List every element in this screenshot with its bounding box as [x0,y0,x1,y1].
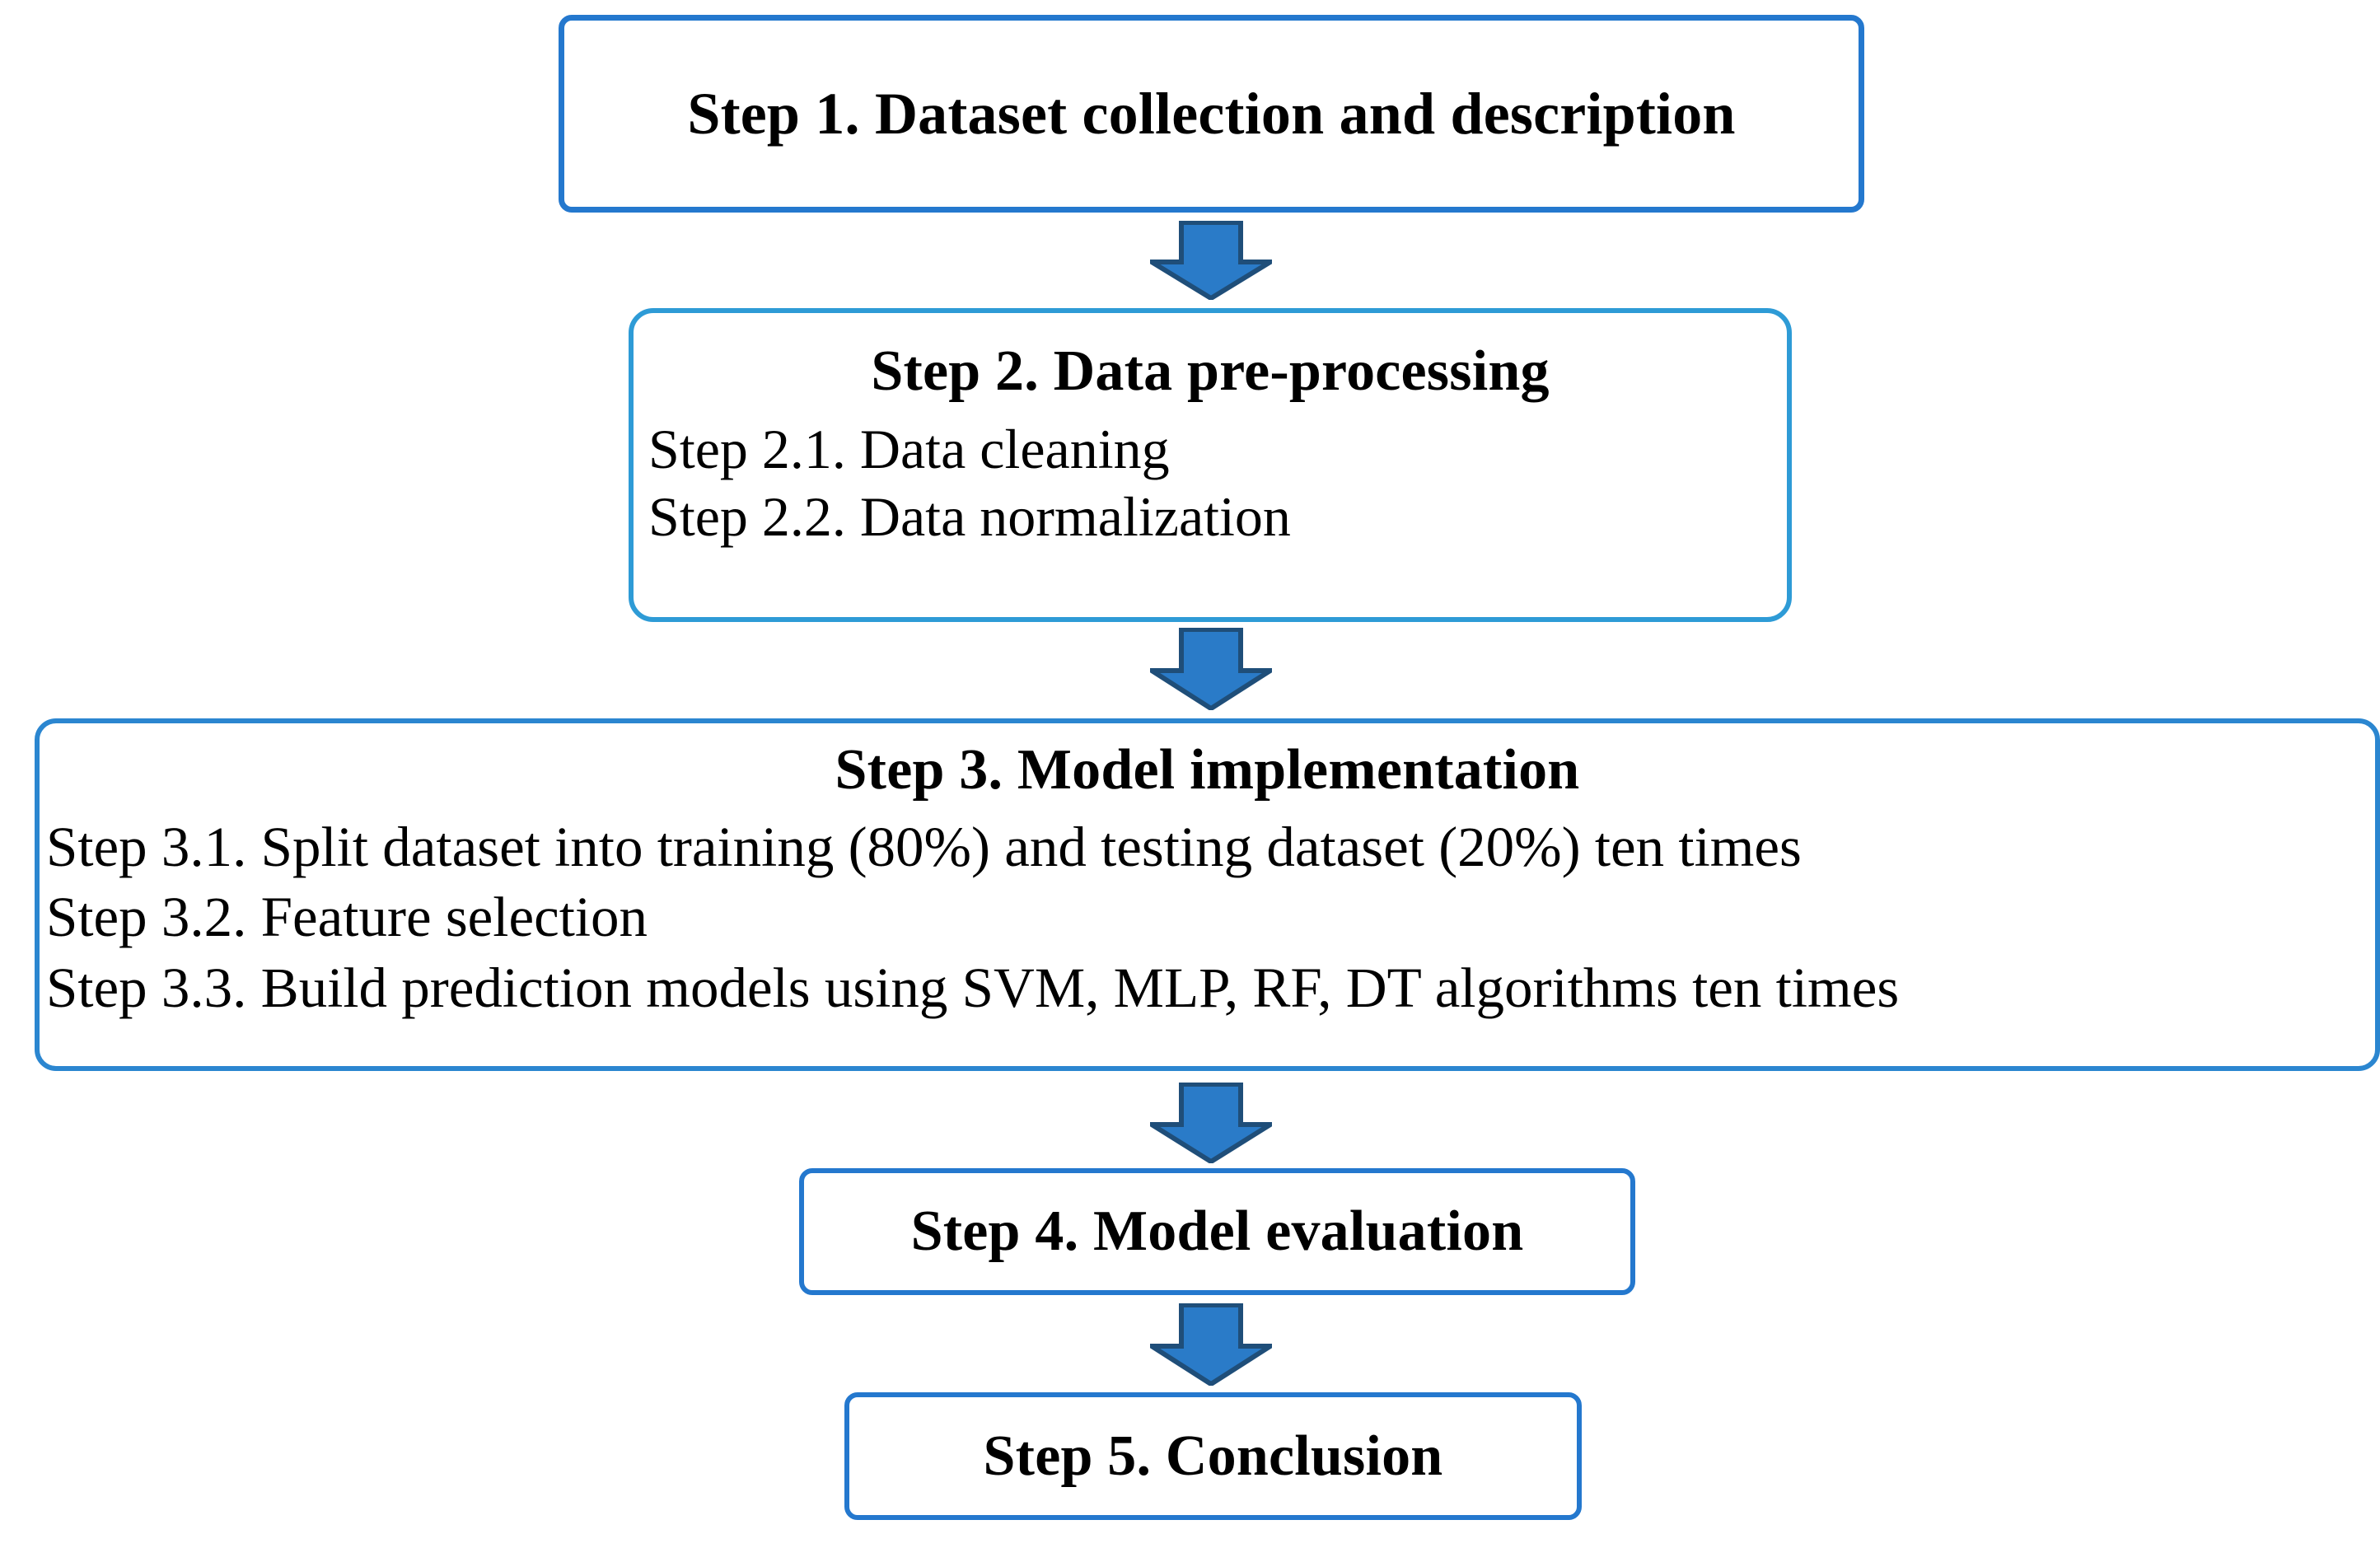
flow-node-step3[interactable]: Step 3. Model implementation Step 3.1. S… [35,718,2380,1071]
step3-title: Step 3. Model implementation [835,738,1580,802]
flow-node-step5[interactable]: Step 5. Conclusion [844,1392,1582,1520]
step2-title: Step 2. Data pre-processing [871,339,1550,403]
step3-substep-2: Step 3.2. Feature selection [46,886,648,949]
step2-substep-2: Step 2.2. Data normalization [648,485,1291,549]
flow-node-step4[interactable]: Step 4. Model evaluation [799,1168,1635,1295]
flow-node-step2[interactable]: Step 2. Data pre-processing Step 2.1. Da… [629,308,1792,622]
flow-node-step1[interactable]: Step 1. Dataset collection and descripti… [559,15,1864,213]
down-arrow-icon-1 [1150,221,1272,300]
down-arrow-icon-3 [1150,1083,1272,1163]
step5-title: Step 5. Conclusion [983,1424,1443,1488]
down-arrow-icon-4 [1150,1303,1272,1386]
step4-title: Step 4. Model evaluation [910,1200,1524,1263]
step3-substep-3: Step 3.3. Build prediction models using … [46,956,1900,1019]
down-arrow-icon-2 [1150,628,1272,710]
step3-substep-1: Step 3.1. Split dataset into training (8… [46,815,1802,878]
step2-substep-1: Step 2.1. Data cleaning [648,417,1170,480]
step1-title: Step 1. Dataset collection and descripti… [687,81,1736,147]
